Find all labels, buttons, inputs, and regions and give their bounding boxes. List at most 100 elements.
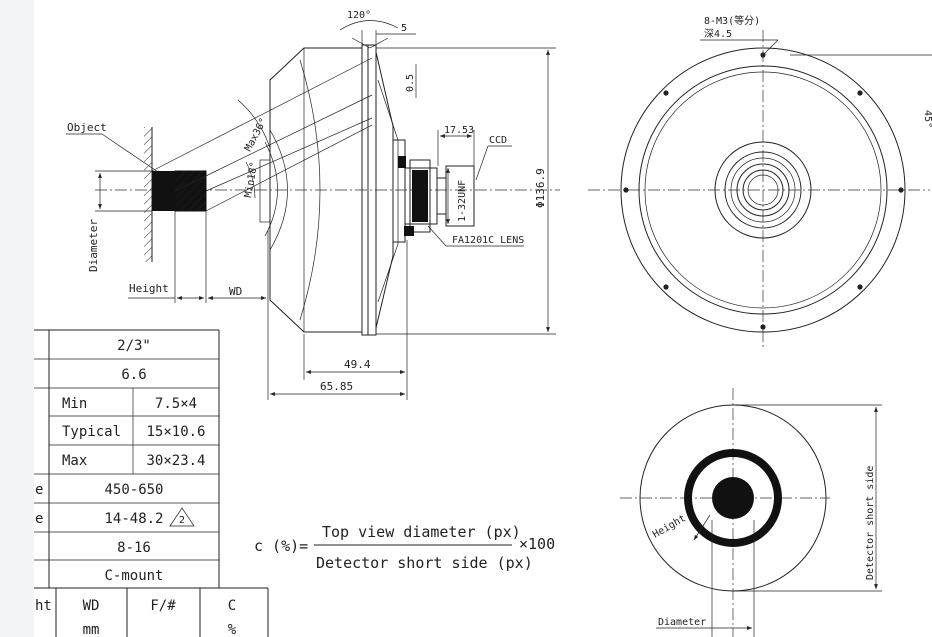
flange-plate-2 (367, 44, 377, 336)
bottom-header: F/# (150, 598, 176, 614)
dim-5: 5 (401, 23, 407, 34)
left-margin-strip (0, 0, 34, 637)
lens-label-band (412, 170, 428, 222)
dome-opening-curve (264, 141, 278, 237)
wd-label: WD (229, 285, 242, 298)
unf-label: 1-32UNF (457, 180, 468, 222)
spec-value: 2/3" (117, 338, 151, 354)
angle120-leg-1 (351, 37, 371, 49)
front-lens-ring-4 (736, 163, 790, 217)
screw-label: 8-M3(等分) (704, 14, 760, 27)
spec-row-label: e (35, 511, 43, 527)
top-ring (684, 449, 782, 547)
screw-hole-ul (663, 90, 669, 96)
lens-rear (436, 177, 447, 215)
formula-numerator: Top view diameter (px) (322, 523, 521, 541)
top-height-label: Height (651, 513, 688, 541)
object-leader (101, 133, 159, 173)
front-lens-ring-3 (730, 157, 796, 223)
front-outer-ring (620, 47, 906, 333)
lens-label: FA1201C LENS (452, 235, 524, 246)
ccd-camera-block (445, 165, 475, 227)
lens-leader (427, 225, 447, 247)
detector-label: Detector short side (865, 466, 876, 580)
formula: c (%)= Top view diameter (px) Detector s… (254, 523, 555, 572)
revision-note: 2 (179, 515, 185, 526)
angle-120: 120° (347, 10, 371, 21)
screw-hole-bottom (760, 324, 766, 330)
drawing-paper (34, 0, 932, 637)
bottom-unit: % (228, 622, 237, 637)
top-center-spot (712, 477, 754, 519)
min-angle-label: Min18° (243, 161, 260, 198)
screw-hole-lr (857, 284, 863, 290)
front-view: 8-M3(等分) 深4.5 45° (588, 14, 932, 350)
rear-cone-inner (377, 79, 399, 303)
revision-triangle (169, 507, 195, 527)
front-lens-ring-1 (714, 141, 812, 239)
dome-front-curve (269, 129, 288, 251)
spec-value: 15×10.6 (146, 424, 205, 440)
spec-sub-label: Typical (62, 424, 121, 440)
ccd-leader (475, 145, 489, 181)
spec-value: 14-48.2 (104, 511, 163, 527)
angle120-leg-2 (369, 37, 389, 49)
top-diameter-label: Diameter (658, 617, 706, 628)
spec-sub-label: Min (62, 396, 87, 412)
bottom-unit: mm (83, 622, 100, 637)
max-angle-ray-upper (151, 57, 373, 172)
bottom-header: C (228, 598, 236, 614)
min-angle-ray-upper (205, 117, 373, 192)
front-edge-text: 45° (922, 110, 932, 128)
object-block-hatched (174, 170, 207, 212)
bottom-header: ht (35, 598, 52, 614)
top-view: Height Diameter Detector short side (620, 388, 882, 637)
front-lens-ring-5 (742, 169, 784, 211)
lens-screw-bottom (404, 226, 414, 236)
angle120-arc (339, 20, 399, 31)
diameter-label: Diameter (87, 219, 100, 272)
screw-hole-left (623, 187, 629, 193)
spec-value: 7.5×4 (155, 396, 197, 412)
top-height-arrow (693, 514, 711, 541)
spec-table: 2/3" 6.6 Min 7.5×4 Typical 15×10.6 Max 3… (34, 329, 220, 588)
ccd-label: CCD (489, 135, 507, 146)
screw-leader (762, 39, 779, 56)
screw-hole-ll (663, 284, 669, 290)
screw-hole-right (898, 187, 904, 193)
lens-focus-ring (409, 159, 431, 233)
spec-sub-label: Max (62, 453, 87, 469)
spec-row-label: e (35, 482, 43, 498)
dim-1753: 17.53 (444, 125, 474, 136)
formula-multiplier: ×100 (519, 535, 555, 553)
spec-value: C-mount (104, 568, 163, 584)
dim-05: 0.5 (405, 74, 416, 92)
formula-lhs: c (%)= (254, 537, 308, 555)
front-ring-2 (638, 65, 888, 315)
front-lens-ring-2 (724, 151, 802, 229)
bottom-header: WD (83, 598, 100, 614)
screw-hole-ur (857, 90, 863, 96)
max-angle-ray-lower (174, 94, 373, 192)
spec-value: 8-16 (117, 540, 151, 556)
object-label: Object (67, 121, 107, 134)
height-label: Height (129, 282, 169, 295)
max-angle-arc (237, 99, 271, 149)
dim-6585: 65.85 (320, 380, 353, 393)
min-angle-arc (245, 161, 256, 199)
front-lens-ring-6 (747, 174, 779, 206)
formula-denominator: Detector short side (px) (316, 554, 533, 572)
bottom-table: ht WD F/# C mm % (34, 587, 269, 637)
lens-screw-top (398, 156, 406, 168)
lens-mount-collar (392, 139, 406, 243)
phi-label: Φ136.9 (534, 168, 547, 208)
dim-494: 49.4 (344, 358, 371, 371)
wall-hatching (144, 127, 152, 262)
spec-value: 6.6 (121, 367, 146, 383)
dome-inner-curve (299, 59, 321, 321)
spec-value: 30×23.4 (146, 453, 205, 469)
front-ring-3 (644, 71, 882, 309)
depth-label: 深4.5 (704, 28, 732, 40)
dome-aperture (259, 159, 271, 223)
